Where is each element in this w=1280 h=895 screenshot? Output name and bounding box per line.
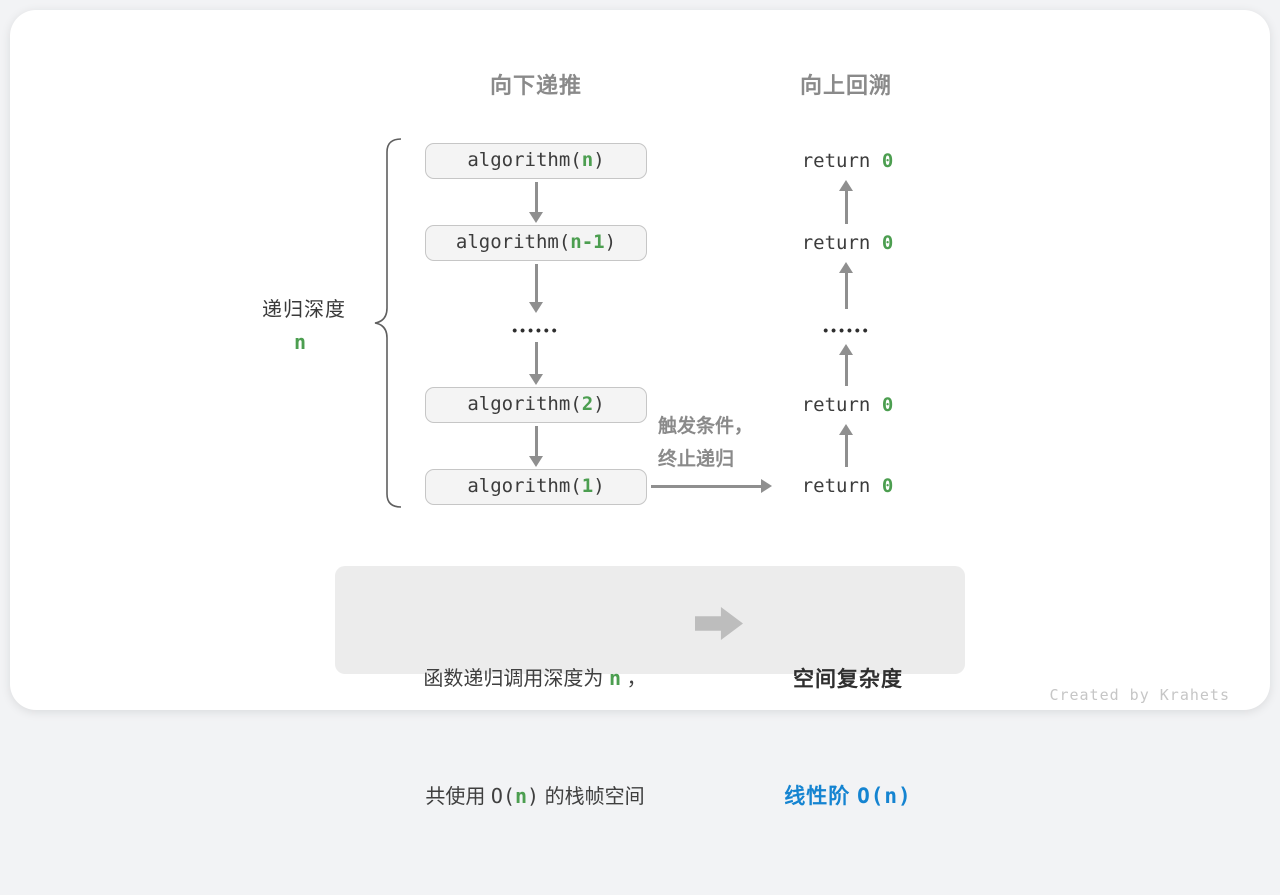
arrow-down-icon [529,264,543,313]
space-complexity-title: 空间复杂度 [793,668,903,691]
call-stack-ellipsis: •••••• [512,322,560,338]
box-text: algorithm( [455,231,571,253]
summary-var-n: n [608,666,622,690]
arrow-right-icon [651,479,772,493]
box-text: ) [593,149,605,171]
header-downward-recursion: 向下递推 [489,73,582,98]
call-stack-box-n: algorithm(n) [425,143,647,179]
summary-line-1: 函数递归调用深度为 n ， [365,659,705,699]
return-statement: return 0 [780,149,915,173]
trigger-line-2: 终止递归 [658,449,735,470]
big-o-open: O( [490,784,515,808]
box-arg: n [581,149,594,171]
trigger-condition-note: 触发条件， 终止递归 [658,410,788,476]
summary-panel: 函数递归调用深度为 n ， 共使用 O(n) 的栈帧空间 空间复杂度 线性阶 O… [335,566,965,808]
return-value: 0 [881,394,894,416]
diagram-card: 向下递推 向上回溯 递归深度 n algorithm(n) algorithm(… [10,10,1270,808]
arrow-down-icon [529,426,543,467]
summary-line-2: 共使用 O(n) 的栈帧空间 [365,777,705,817]
call-stack-box-n-1: algorithm(n-1) [425,225,647,261]
summary-text: 共使用 [425,786,491,808]
return-statement: return 0 [780,474,915,498]
call-stack-box-1: algorithm(1) [425,469,647,505]
summary-var-n: n [515,784,528,808]
box-arg: 2 [581,393,594,415]
box-text: algorithm( [467,475,582,497]
summary-text: ， [621,668,647,690]
summary-conclusion: 空间复杂度 线性阶 O(n) [753,582,943,894]
big-o-n: O(n) [857,784,912,808]
return-keyword: return [801,150,882,172]
call-stack-box-2: algorithm(2) [425,387,647,423]
return-value: 0 [881,475,894,497]
recursion-depth-brace [374,138,402,508]
summary-text: 函数递归调用深度为 [423,668,609,690]
recursion-depth-value: n [293,330,307,354]
return-keyword: return [801,475,882,497]
recursion-depth-label: 递归深度 [262,299,346,321]
return-keyword: return [801,232,882,254]
box-text: algorithm( [467,393,582,415]
box-arg: n-1 [570,231,605,253]
arrow-up-icon [839,180,853,224]
linear-order-label: 线性阶 [784,785,858,808]
return-statement: return 0 [780,393,915,417]
box-text: algorithm( [467,149,582,171]
arrow-up-icon [839,424,853,467]
return-value: 0 [881,232,894,254]
return-keyword: return [801,394,882,416]
arrow-up-icon [839,344,853,386]
credit-text: Created by Krahets [1049,686,1230,704]
arrow-down-icon [529,342,543,385]
summary-text: 的栈帧空间 [539,786,645,808]
trigger-line-1: 触发条件， [658,416,754,437]
box-text: ) [604,231,617,253]
summary-description: 函数递归调用深度为 n ， 共使用 O(n) 的栈帧空间 [365,581,705,895]
arrow-down-icon [529,182,543,223]
header-upward-backtracking: 向上回溯 [799,73,892,98]
return-statement: return 0 [780,231,915,255]
return-value: 0 [881,150,894,172]
box-arg: 1 [581,475,594,497]
box-text: ) [593,393,605,415]
linear-order-result: 线性阶 O(n) [753,777,943,816]
box-text: ) [593,475,605,497]
big-o-close: ) [527,784,540,808]
return-ellipsis: •••••• [823,322,871,338]
arrow-up-icon [839,262,853,309]
